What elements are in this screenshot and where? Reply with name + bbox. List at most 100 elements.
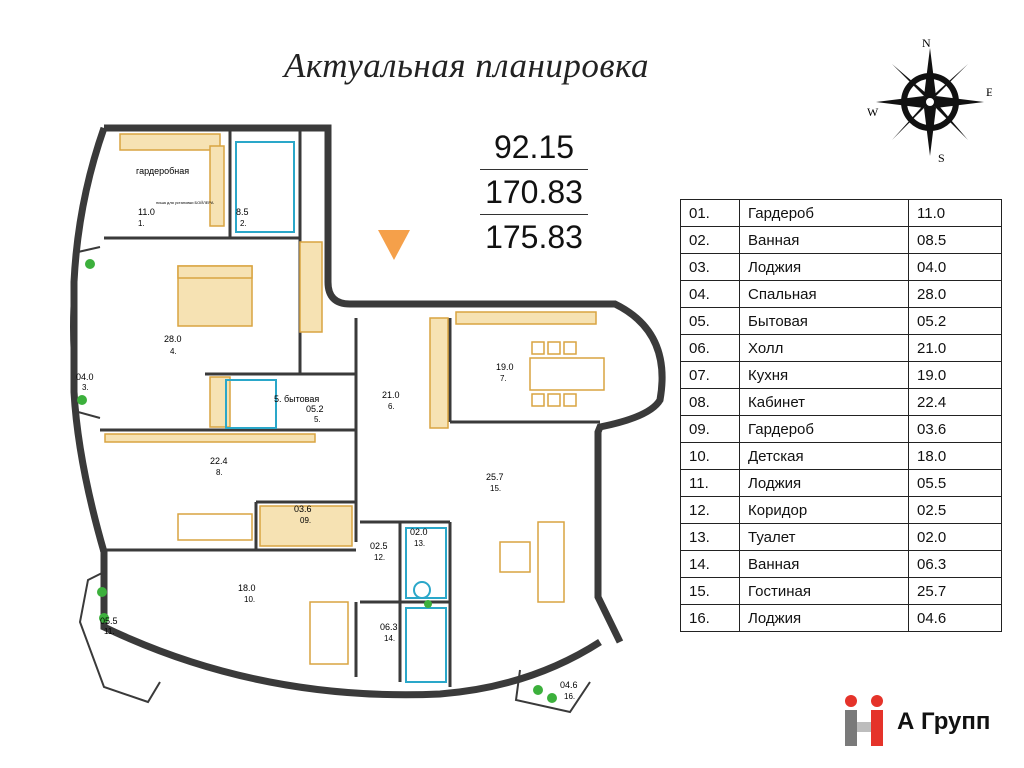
wardrobe-note: гардеробная: [136, 166, 189, 176]
compass-rose-icon: N E S W: [867, 36, 992, 165]
legend-num: 14.: [680, 550, 740, 578]
room-14-area: 06.3: [380, 622, 398, 632]
room-12-num: 12.: [374, 553, 385, 562]
legend-num: 04.: [680, 280, 740, 308]
legend-num: 16.: [680, 604, 740, 632]
room-13-area: 02.0: [410, 527, 428, 537]
legend-num: 06.: [680, 334, 740, 362]
room-9-num: 09.: [300, 516, 311, 525]
room-11-num: 11.: [104, 627, 115, 636]
legend-name: Детская: [739, 442, 909, 470]
room-3-area: 04.0: [76, 372, 94, 382]
room-5-num: 5.: [314, 415, 321, 424]
room-16-area: 04.6: [560, 680, 578, 690]
boiler-note: ниша для установки БОЙЛЕРА: [156, 200, 214, 205]
room-13-num: 13.: [414, 539, 425, 548]
legend-name: Ванная: [739, 550, 909, 578]
room-7-num: 7.: [500, 374, 507, 383]
legend-name: Гардероб: [739, 415, 909, 443]
area-divider: [480, 169, 588, 170]
legend-name: Гардероб: [739, 199, 909, 227]
room-7-area: 19.0: [496, 362, 514, 372]
area-total: 170.83: [485, 174, 583, 210]
legend-num: 11.: [680, 469, 740, 497]
compass-south: S: [938, 151, 945, 165]
legend-area: 18.0: [908, 442, 1002, 470]
compass-west: W: [867, 105, 879, 119]
room-4-num: 4.: [170, 347, 177, 356]
plant-icons: [77, 259, 557, 703]
legend-area: 05.5: [908, 469, 1002, 497]
room-3-num: 3.: [82, 383, 89, 392]
legend-num: 01.: [680, 199, 740, 227]
legend-name: Холл: [739, 334, 909, 362]
legend-area: 11.0: [908, 199, 1002, 227]
legend-name: Лоджия: [739, 604, 909, 632]
legend-num: 05.: [680, 307, 740, 335]
legend-name: Спальная: [739, 280, 909, 308]
legend-name: Кабинет: [739, 388, 909, 416]
legend-num: 12.: [680, 496, 740, 524]
room-15-area: 25.7: [486, 472, 504, 482]
legend-num: 15.: [680, 577, 740, 605]
sofa-icons: [177, 513, 565, 665]
room-9-area: 03.6: [294, 504, 312, 514]
legend-name: Кухня: [739, 361, 909, 389]
room-5-area: 05.2: [306, 404, 324, 414]
area-summary: 92.15 170.83 175.83: [480, 126, 588, 258]
legend-num: 03.: [680, 253, 740, 281]
legend-name: Коридор: [739, 496, 909, 524]
bed-icon: [177, 265, 253, 327]
entry-marker-icon: [378, 230, 410, 260]
room-15-num: 15.: [490, 484, 501, 493]
exterior-walls: [70, 124, 666, 699]
plumbing-fixtures: [225, 141, 447, 683]
room-14-num: 14.: [384, 634, 395, 643]
dining-table-icon: [529, 341, 605, 407]
room-2-area: 8.5: [236, 207, 249, 217]
legend-name: Ванная: [739, 226, 909, 254]
room-6-num: 6.: [388, 402, 395, 411]
legend-area: 03.6: [908, 415, 1002, 443]
room-12-area: 02.5: [370, 541, 388, 551]
legend-area: 06.3: [908, 550, 1002, 578]
compass-north: N: [922, 36, 931, 50]
floor-plan: гардеробная ниша для установки БОЙЛЕРА 1…: [70, 124, 666, 714]
page-title: Актуальная планировка: [284, 46, 650, 85]
legend-num: 13.: [680, 523, 740, 551]
room-1-num: 1.: [138, 219, 145, 228]
room-8-area: 22.4: [210, 456, 228, 466]
room-2-num: 2.: [240, 219, 247, 228]
room-1-area: 11.0: [138, 207, 155, 217]
area-total-with-loggias: 175.83: [485, 219, 583, 255]
legend-name: Туалет: [739, 523, 909, 551]
room-6-area: 21.0: [382, 390, 400, 400]
legend-area: 21.0: [908, 334, 1002, 362]
brand-name: А Групп: [897, 708, 991, 735]
room-16-num: 16.: [564, 692, 575, 701]
legend-area: 19.0: [908, 361, 1002, 389]
loggias: [70, 246, 591, 714]
room-10-num: 10.: [244, 595, 255, 604]
room-10-area: 18.0: [238, 583, 256, 593]
legend-num: 09.: [680, 415, 740, 443]
area-living: 92.15: [493, 129, 575, 165]
legend-area: 05.2: [908, 307, 1002, 335]
